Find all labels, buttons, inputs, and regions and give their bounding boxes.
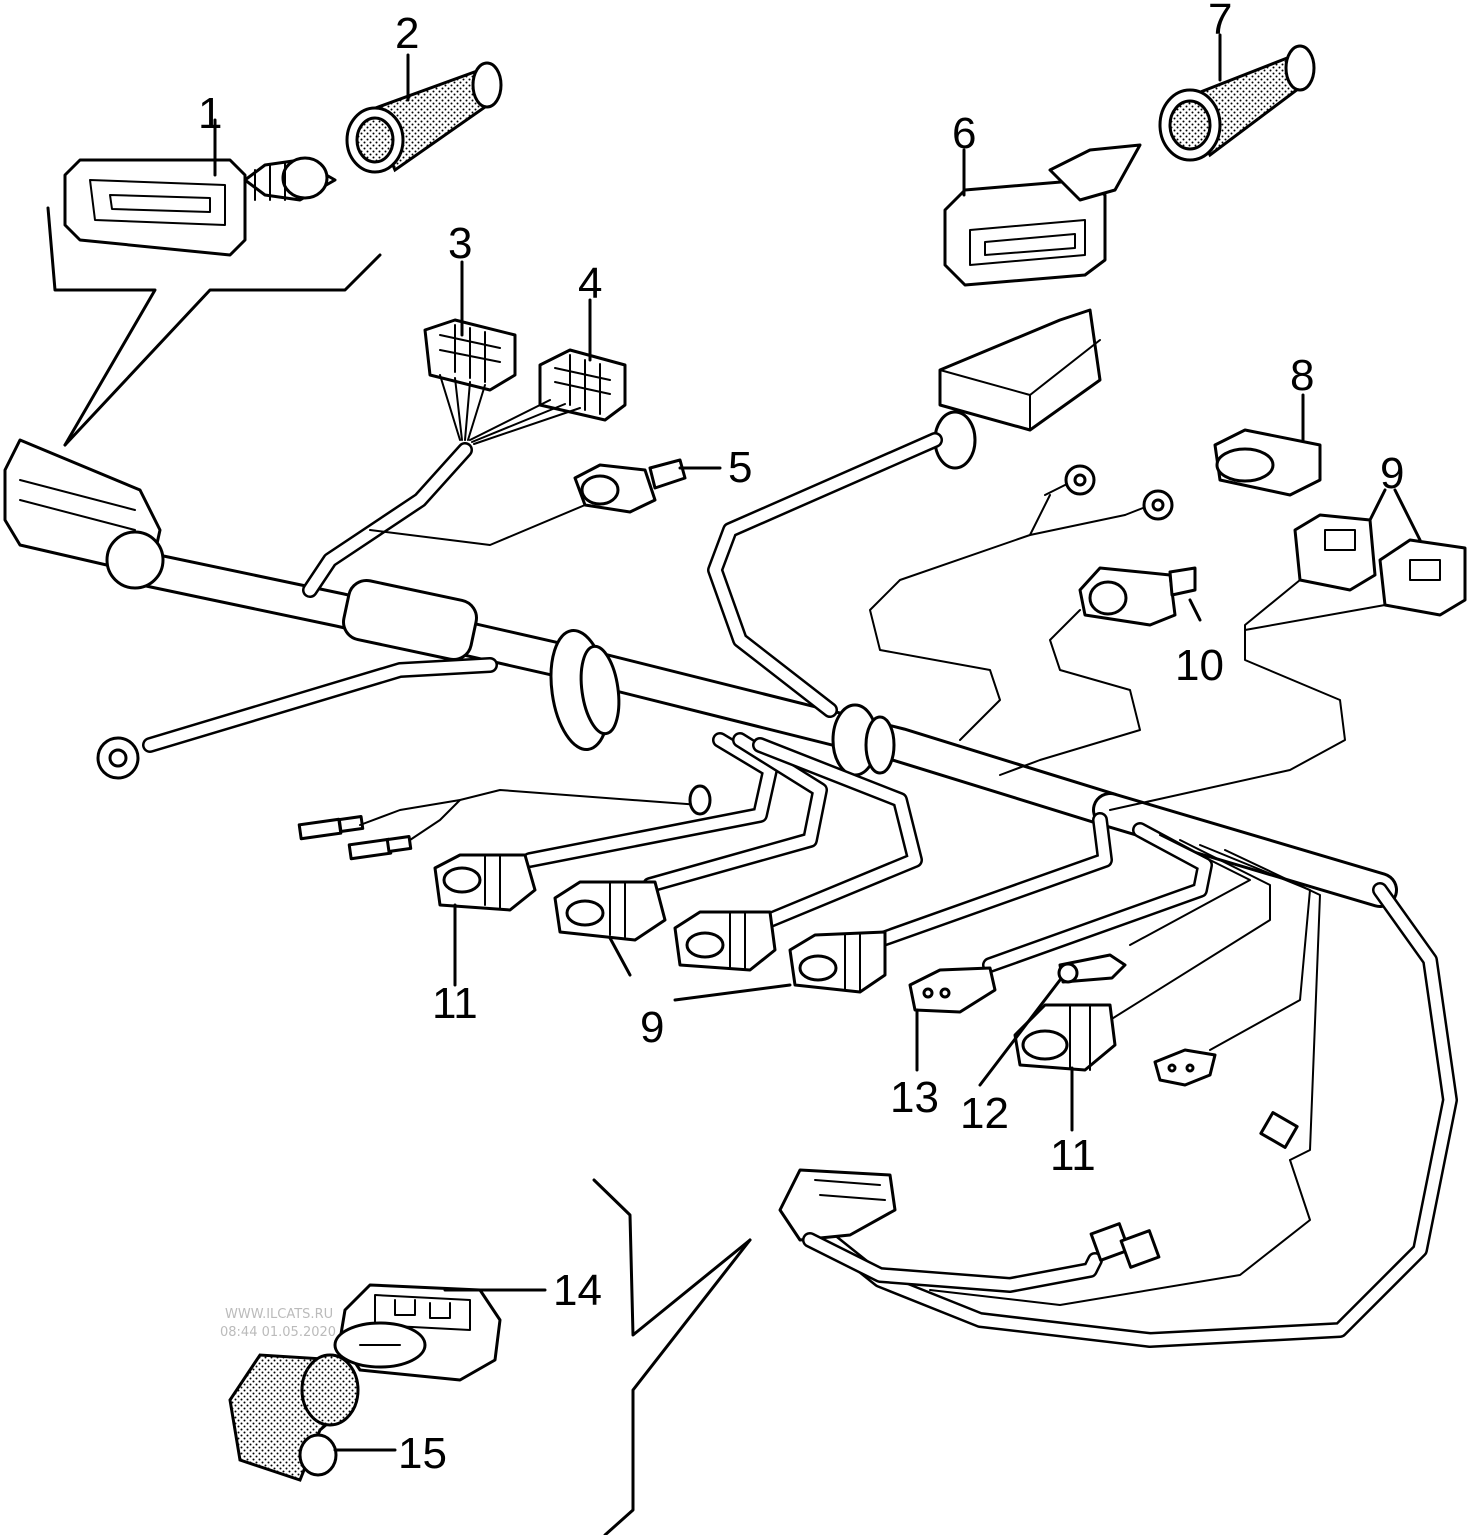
branch-module <box>707 432 943 718</box>
watermark-line-1: WWW.ILCATS.RU <box>225 1307 333 1322</box>
rubber-boot-2 <box>345 61 503 174</box>
connector-9-a <box>553 880 667 942</box>
callout-15: 15 <box>398 1429 447 1478</box>
connector-9-top-a <box>1293 513 1377 592</box>
callout-8: 8 <box>1290 351 1314 400</box>
spade-terminals <box>297 784 712 861</box>
connector-6 <box>943 143 1142 287</box>
callout-10: 10 <box>1175 641 1224 690</box>
rubber-boot-7 <box>1158 44 1316 162</box>
small-terminals-lower <box>1089 1111 1299 1269</box>
watermark-line-2: 08:44 01.05.2020 <box>220 1325 336 1340</box>
sensor-12 <box>1057 953 1127 984</box>
callout-11-left: 11 <box>432 979 478 1028</box>
lower-harness-connector <box>778 1159 1311 1306</box>
connector-13 <box>908 966 997 1014</box>
control-module-box <box>933 308 1102 470</box>
connector-9-c <box>788 930 887 994</box>
callout-4: 4 <box>578 259 602 308</box>
ecu-connector-housing <box>3 438 165 590</box>
ground-ring-left <box>96 657 498 780</box>
callout-9-bottom: 9 <box>640 1003 664 1052</box>
ground-eyelets <box>869 464 1174 741</box>
connector-11-left <box>433 853 537 912</box>
callout-2: 2 <box>395 9 419 58</box>
connector-10 <box>999 566 1197 776</box>
lower-right-loop <box>822 882 1458 1348</box>
connector-4 <box>538 348 627 422</box>
callouts: 1 2 3 4 5 6 7 8 9 10 11 9 13 12 11 14 15 <box>198 0 1404 1478</box>
leader-lines <box>213 33 1422 1452</box>
main-harness-trunk <box>132 552 1398 908</box>
callout-13: 13 <box>890 1073 939 1122</box>
callout-14: 14 <box>553 1266 602 1315</box>
explode-lines-bottom <box>592 1178 752 1535</box>
callout-11-right: 11 <box>1050 1131 1096 1180</box>
callout-12: 12 <box>960 1089 1009 1138</box>
fan-wires-3-4 <box>439 374 581 445</box>
round-plug-right <box>1153 1048 1217 1087</box>
connector-3 <box>423 318 517 392</box>
callout-9-top: 9 <box>1380 449 1404 498</box>
connector-9-top-b <box>1378 538 1467 617</box>
callout-1: 1 <box>198 89 222 138</box>
connector-9-b <box>673 910 777 972</box>
connector-1 <box>63 156 337 257</box>
callout-3: 3 <box>448 219 472 268</box>
connector-11-right <box>1013 1003 1117 1072</box>
connector-14 <box>333 1283 502 1382</box>
watermark: WWW.ILCATS.RU 08:44 01.05.2020 <box>220 1307 336 1340</box>
wire-5 <box>369 504 586 546</box>
wire-9-top-b <box>1244 604 1386 631</box>
lower-branches <box>522 732 1321 1161</box>
connector-8 <box>1213 428 1322 497</box>
callout-6: 6 <box>952 109 976 158</box>
callout-7: 7 <box>1208 0 1232 44</box>
branch-3-4 <box>302 442 473 598</box>
trunk-sleeves <box>342 578 896 777</box>
explode-lines-left <box>46 206 382 447</box>
boot-15 <box>228 1353 360 1482</box>
connector-5 <box>573 458 722 514</box>
callout-5: 5 <box>728 443 752 492</box>
wire-9-top <box>1109 579 1346 811</box>
